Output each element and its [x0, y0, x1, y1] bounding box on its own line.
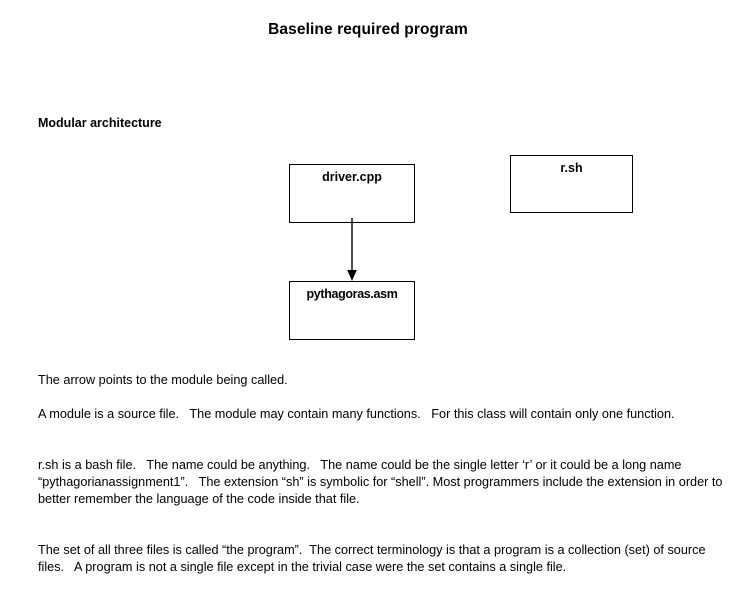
diagram-box-driver-cpp: driver.cpp [289, 164, 415, 223]
section-heading-modular-architecture: Modular architecture [38, 116, 162, 130]
diagram-box-pythagoras-asm: pythagoras.asm [289, 281, 415, 340]
page-title: Baseline required program [268, 21, 468, 38]
paragraph-bash-file-naming: r.sh is a bash file. The name could be a… [38, 458, 727, 506]
diagram-box-driver-cpp-label: driver.cpp [322, 170, 382, 184]
diagram-box-r-sh: r.sh [510, 155, 633, 213]
paragraph-arrow-explanation: The arrow points to the module being cal… [38, 373, 288, 387]
modular-architecture-diagram: driver.cpp pythagoras.asm r.sh [289, 155, 633, 340]
arrow-down-icon [347, 218, 357, 281]
diagram-box-pythagoras-asm-label: pythagoras.asm [306, 287, 398, 301]
diagram-box-r-sh-label: r.sh [560, 161, 583, 175]
paragraph-program-definition: The set of all three files is called “th… [38, 543, 710, 574]
paragraph-module-definition: A module is a source file. The module ma… [38, 407, 675, 421]
